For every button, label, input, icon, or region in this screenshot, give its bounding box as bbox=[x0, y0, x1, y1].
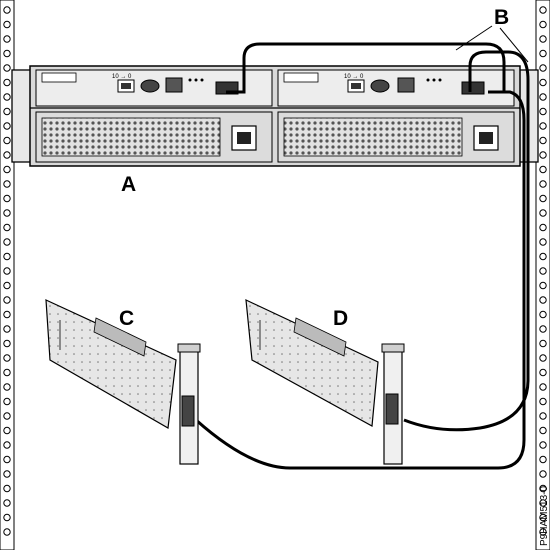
rail-hole bbox=[3, 296, 11, 304]
rail-hole bbox=[3, 151, 11, 159]
rail-hole bbox=[539, 49, 547, 58]
rail-hole bbox=[539, 180, 547, 188]
rail-hole bbox=[3, 122, 11, 130]
rail-hole bbox=[3, 528, 11, 536]
rail-hole bbox=[539, 470, 547, 478]
rail-hole bbox=[539, 484, 547, 493]
rail-hole bbox=[539, 528, 547, 536]
rail-hole bbox=[539, 383, 547, 391]
rail-hole bbox=[539, 165, 547, 174]
rail-hole bbox=[3, 64, 11, 72]
rail-hole bbox=[539, 339, 547, 348]
controller-right: 10 → 0 bbox=[277, 69, 515, 107]
controller-left: 10 → 0 bbox=[35, 69, 273, 107]
rail-hole bbox=[3, 368, 11, 377]
rail-hole bbox=[539, 151, 547, 159]
rail-hole bbox=[539, 223, 547, 232]
callout-a: A bbox=[121, 173, 136, 196]
sas-adapter-d bbox=[245, 299, 405, 465]
rail-hole bbox=[3, 412, 11, 420]
rail-hole bbox=[539, 310, 547, 319]
rail-hole bbox=[539, 426, 547, 435]
rail-hole bbox=[539, 78, 547, 87]
rail-hole bbox=[3, 354, 11, 362]
rail-hole bbox=[3, 209, 11, 217]
rail-hole bbox=[3, 49, 11, 58]
rail-hole bbox=[3, 238, 11, 246]
rack-rail-right bbox=[535, 0, 550, 550]
rail-hole bbox=[3, 397, 11, 406]
rail-hole bbox=[3, 194, 11, 203]
rail-hole bbox=[539, 513, 547, 522]
rail-hole bbox=[3, 107, 11, 116]
rail-hole bbox=[539, 35, 547, 43]
power-supply-left bbox=[35, 111, 273, 163]
rail-hole bbox=[539, 455, 547, 464]
rail-hole bbox=[3, 281, 11, 290]
rail-hole bbox=[539, 325, 547, 333]
rail-hole bbox=[539, 441, 547, 449]
sas-cables bbox=[195, 25, 530, 470]
rail-hole bbox=[3, 6, 11, 14]
rail-hole bbox=[3, 499, 11, 507]
rail-hole bbox=[3, 513, 11, 522]
callout-b: B bbox=[494, 6, 509, 29]
rail-hole bbox=[3, 223, 11, 232]
sas-adapter-c bbox=[45, 299, 201, 465]
rail-hole bbox=[539, 281, 547, 290]
rail-hole bbox=[539, 267, 547, 275]
rail-hole bbox=[539, 6, 547, 14]
rail-holes-right bbox=[539, 6, 547, 536]
cable-to-adapter-d bbox=[226, 42, 506, 94]
rail-hole bbox=[539, 368, 547, 377]
figure-id: P9HAM513-0 bbox=[539, 486, 550, 546]
rail-hole bbox=[539, 64, 547, 72]
rail-hole bbox=[3, 180, 11, 188]
rail-hole bbox=[539, 397, 547, 406]
rail-hole bbox=[539, 136, 547, 145]
rail-hole bbox=[3, 165, 11, 174]
rail-hole bbox=[3, 93, 11, 101]
rail-hole bbox=[3, 20, 11, 29]
cable-to-adapter-c bbox=[195, 90, 526, 470]
rail-hole bbox=[3, 35, 11, 43]
svg-text:10 → 0: 10 → 0 bbox=[112, 74, 132, 80]
callout-d: D bbox=[333, 307, 348, 330]
rail-hole bbox=[539, 122, 547, 130]
rail-hole bbox=[539, 296, 547, 304]
rail-hole bbox=[539, 93, 547, 101]
rail-hole bbox=[3, 267, 11, 275]
storage-enclosure: 10 → 0 10 → 0 bbox=[11, 65, 539, 167]
rail-hole bbox=[539, 412, 547, 420]
rail-hole bbox=[539, 107, 547, 116]
rail-hole bbox=[539, 252, 547, 261]
rail-hole bbox=[3, 484, 11, 493]
rail-hole bbox=[539, 20, 547, 29]
rack-rail-left bbox=[0, 0, 15, 550]
rail-hole bbox=[3, 339, 11, 348]
rail-hole bbox=[3, 455, 11, 464]
svg-text:10 → 0: 10 → 0 bbox=[344, 74, 364, 80]
rail-hole bbox=[539, 499, 547, 507]
rail-hole bbox=[3, 470, 11, 478]
rail-hole bbox=[3, 441, 11, 449]
rail-hole bbox=[539, 194, 547, 203]
rail-hole bbox=[3, 136, 11, 145]
rail-hole bbox=[3, 383, 11, 391]
rail-hole bbox=[3, 252, 11, 261]
rail-hole bbox=[539, 238, 547, 246]
power-supply-right bbox=[277, 111, 515, 163]
callout-c: C bbox=[119, 307, 134, 330]
rail-hole bbox=[3, 426, 11, 435]
rail-hole bbox=[3, 310, 11, 319]
rail-hole bbox=[3, 78, 11, 87]
rail-hole bbox=[3, 325, 11, 333]
cable-loop-b bbox=[403, 50, 530, 432]
rail-hole bbox=[539, 354, 547, 362]
rail-hole bbox=[539, 209, 547, 217]
rail-holes-left bbox=[3, 6, 11, 536]
